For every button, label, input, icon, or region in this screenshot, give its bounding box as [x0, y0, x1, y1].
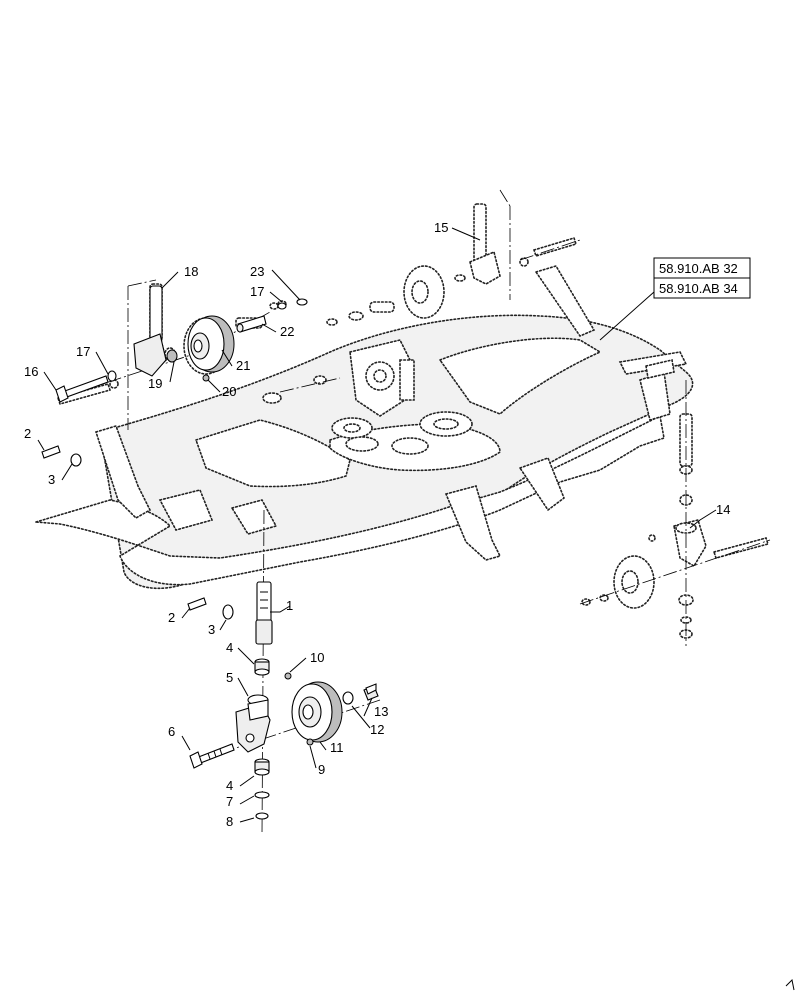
callout-20: 20: [222, 384, 236, 399]
bolt-upper-icon: [55, 375, 109, 403]
callout-19: 19: [148, 376, 162, 391]
caster-wheel-icon: [291, 681, 343, 743]
callout-16: 16: [24, 364, 38, 379]
callout-4-lower: 4: [226, 778, 233, 793]
callout-4-upper: 4: [226, 640, 233, 655]
callout-14: 14: [716, 502, 730, 517]
caster-spindle-upper-icon: [133, 285, 167, 377]
reference-box-1[interactable]: 58.910.AB 32: [653, 257, 751, 279]
callout-8: 8: [226, 814, 233, 829]
grease-fitting-upper-icon: [202, 374, 210, 382]
bolt-icon: [189, 743, 235, 769]
washer-rear-icon: [277, 302, 287, 310]
callout-2-front: 2: [168, 610, 175, 625]
callout-9: 9: [318, 762, 325, 777]
pin-icon: [187, 597, 207, 611]
leader-lines: [37, 227, 717, 823]
pulley-icon: [331, 411, 473, 455]
corner-mark-icon: [785, 978, 795, 991]
clip-icon: [255, 812, 269, 820]
callout-2-rear: 2: [24, 426, 31, 441]
spacer-upper-a-icon: [166, 349, 178, 363]
caster-assembly-right-front-icon: [581, 359, 770, 639]
washer-upper-icon: [107, 370, 117, 382]
caster-spindle-icon: [255, 581, 273, 645]
washer-icon: [254, 791, 270, 799]
callout-1: 1: [286, 598, 293, 613]
rear-left-hardware: [41, 285, 308, 467]
callout-6: 6: [168, 724, 175, 739]
fitting-icon: [284, 672, 292, 680]
hairpin-clip-upper-icon: [70, 453, 82, 467]
callout-7: 7: [226, 794, 233, 809]
callout-18: 18: [184, 264, 198, 279]
wheel-spacer-icon: [342, 691, 354, 705]
callout-3-front: 3: [208, 622, 215, 637]
callout-11: 11: [330, 740, 344, 755]
spacer-tube-icon: [236, 315, 267, 333]
callout-10: 10: [310, 650, 324, 665]
callout-17-right: 17: [250, 284, 264, 299]
callout-21: 21: [236, 358, 250, 373]
gearbox-icon: [349, 339, 415, 417]
callout-12: 12: [370, 722, 384, 737]
caster-wheel-upper-icon: [187, 315, 235, 373]
callout-5: 5: [226, 670, 233, 685]
reference-box-2[interactable]: 58.910.AB 34: [653, 277, 751, 299]
callout-23: 23: [250, 264, 264, 279]
spacer-upper-icon: [254, 658, 270, 676]
reference-label-2: 58.910.AB 34: [659, 281, 738, 296]
hairpin-clip-icon: [222, 604, 234, 620]
pin-upper-icon: [41, 445, 61, 459]
callout-22: 22: [280, 324, 294, 339]
caster-assembly-right-rear-icon: [403, 203, 578, 319]
spacer-lower-icon: [254, 758, 270, 776]
grease-fitting-icon: [306, 738, 314, 746]
caster-assembly-front-left: [187, 581, 379, 820]
callout-3-rear: 3: [48, 472, 55, 487]
nut-icon: [363, 683, 379, 701]
callout-labels: 1 2 2 3 3 4 4 5 6 7 8 9 10 11 12 13 14 1…: [24, 220, 730, 829]
caster-yoke-icon: [235, 694, 271, 753]
callout-15: 15: [434, 220, 448, 235]
reference-label-1: 58.910.AB 32: [659, 261, 738, 276]
nut-rear-icon: [296, 298, 308, 306]
centerlines: [65, 189, 771, 835]
deck-hardware-icon: [262, 274, 466, 404]
callout-17-left: 17: [76, 344, 90, 359]
callout-13: 13: [374, 704, 388, 719]
